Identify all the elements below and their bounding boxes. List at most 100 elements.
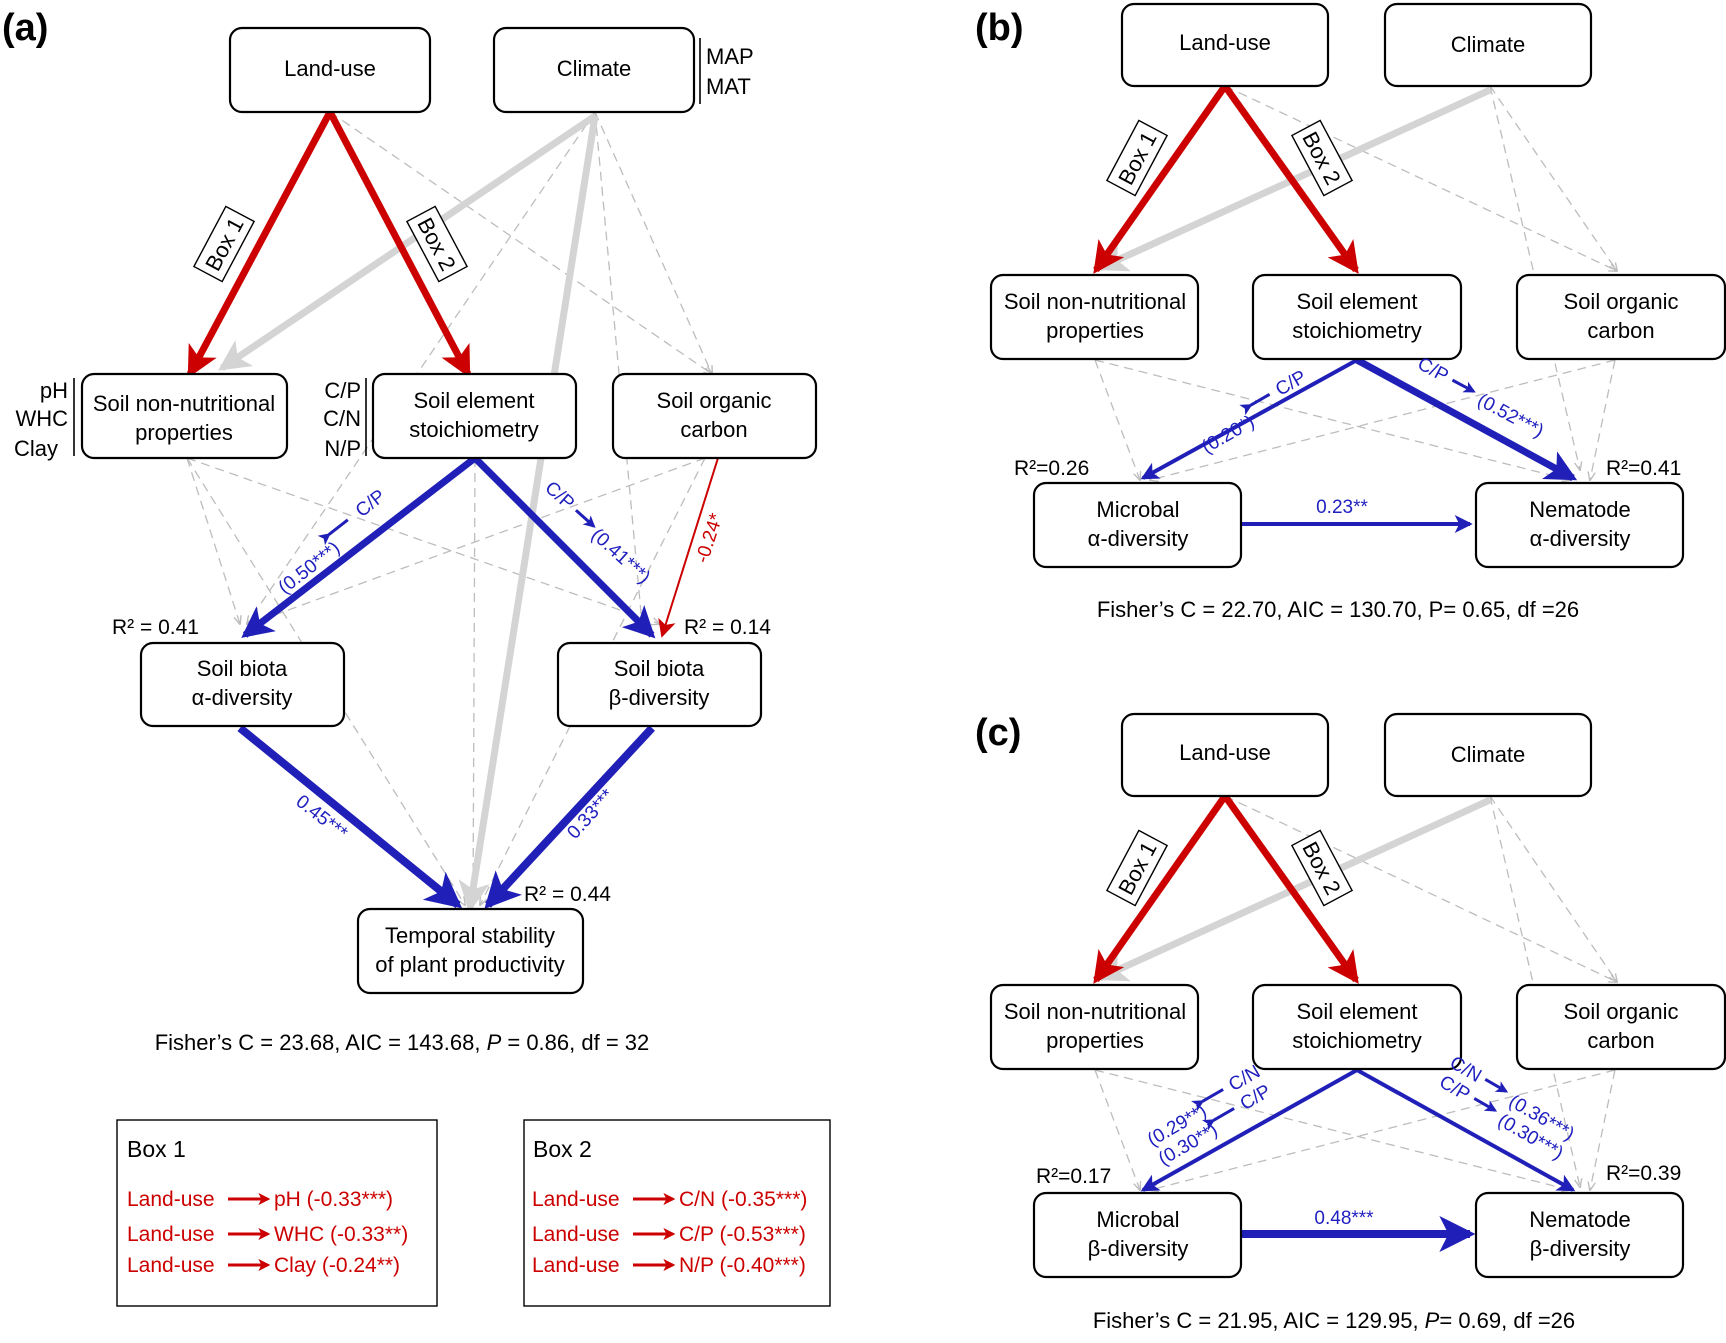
panel-c-node-element-line2: stoichiometry (1292, 1028, 1422, 1053)
panel-c-node-microbial-line1: Microbal (1096, 1207, 1179, 1232)
panel-b-node-land-use-label: Land-use (1179, 30, 1271, 55)
legend-box2: Box 2 Land-use C/N (-0.35***) Land-use C… (523, 1119, 831, 1307)
panel-c-box1-tag: Box 1 (1105, 829, 1169, 907)
path-c-element-microbial (1140, 1068, 1358, 1192)
panel-c-r2-nematode: R²=0.39 (1606, 1162, 1681, 1185)
path-b-nonnut-nematode (1094, 359, 1570, 480)
coef-element-beta-var: C/P (540, 477, 578, 514)
path-climate-alpha (247, 111, 596, 624)
path-b-landuse-nonnut (1093, 83, 1228, 274)
path-nonnut-beta (186, 457, 660, 624)
panel-b-coef-element-microbial-var: C/P (1272, 367, 1310, 401)
panel-b-node-microbial-line2: α-diversity (1088, 526, 1189, 551)
panel-c-tag: (c) (975, 712, 1021, 754)
panel-b-node-element-line2: stoichiometry (1292, 318, 1422, 343)
path-c-element-nematode (1356, 1068, 1576, 1192)
panel-b-node-soc-line2: carbon (1587, 318, 1654, 343)
element-var-cn: C/N (323, 406, 361, 431)
panel-c-coef-microbial-nematode: 0.48*** (1314, 1208, 1374, 1229)
node-land-use: Land-use (228, 26, 432, 114)
path-c-soc-microbial (1150, 1069, 1616, 1190)
path-soc-alpha (250, 457, 706, 624)
panel-c-node-nematode-line1: Nematode (1529, 1207, 1631, 1232)
legend-box1-row1-from: Land-use (127, 1188, 215, 1211)
path-soc-stability (480, 457, 706, 905)
node-soc-line2: carbon (680, 417, 747, 442)
path-c-nonnut-microbial (1094, 1069, 1140, 1190)
panel-b-fit-statistics: Fisher’s C = 22.70, AIC = 130.70, P= 0.6… (1097, 597, 1579, 622)
panel-b-r2-nematode: R²=0.41 (1606, 457, 1681, 480)
path-b-soc-nematode (1590, 359, 1616, 480)
panel-b-node-element-line1: Soil element (1296, 289, 1417, 314)
panel-a-fit-post: = 0.86, df = 32 (501, 1030, 649, 1055)
panel-c: (c) Box 1 Box 2 Land-use (975, 712, 1726, 1333)
node-climate-label: Climate (557, 56, 632, 81)
panel-b-node-soil-non-nutritional: Soil non-nutritional properties (989, 273, 1200, 361)
legend-box1-title: Box 1 (127, 1136, 186, 1162)
panel-c-node-nonnut-line2: properties (1046, 1028, 1144, 1053)
node-soil-element-line2: stoichiometry (409, 417, 539, 442)
panel-c-node-nematode-line2: β-diversity (1530, 1236, 1631, 1261)
node-alpha-line2: α-diversity (192, 685, 293, 710)
element-var-cp: C/P (324, 378, 361, 403)
node-land-use-label: Land-use (284, 56, 376, 81)
path-c-landuse-soc (1224, 795, 1617, 982)
coef-soc-beta: -0.24* (692, 510, 728, 565)
node-stability: Temporal stability of plant productivity (356, 907, 585, 995)
legend-box2-row3-from: Land-use (532, 1254, 620, 1277)
coef-element-alpha-var: C/P (352, 486, 390, 522)
panel-c-node-nematode: Nematode β-diversity (1474, 1191, 1685, 1279)
path-b-landuse-soc (1224, 85, 1617, 271)
panel-c-node-soil-organic-carbon: Soil organic carbon (1515, 983, 1726, 1071)
panel-b-node-microbial-line1: Microbal (1096, 497, 1179, 522)
nonnut-var-clay: Clay (14, 436, 58, 461)
panel-c-node-land-use-label: Land-use (1179, 740, 1271, 765)
panel-c-fit-post: = 0.69, df =26 (1439, 1308, 1575, 1333)
panel-a-fit-statistics: Fisher’s C = 23.68, AIC = 143.68, P = 0.… (155, 1030, 650, 1055)
panel-c-coef-element-microbial-arrow-1 (1191, 1088, 1224, 1112)
legend-box1-row2-from: Land-use (127, 1223, 215, 1246)
path-b-landuse-element (1222, 83, 1359, 274)
r2-stability: R² = 0.44 (524, 883, 611, 906)
panel-b-node-climate: Climate (1383, 2, 1593, 88)
panel-b-node-soil-element: Soil element stoichiometry (1251, 273, 1463, 361)
panel-b: (b) Box 1 Box 2 Land-use (975, 2, 1726, 622)
panel-b-node-microbial: Microbal α-diversity (1032, 481, 1243, 569)
path-element-alpha (241, 455, 478, 638)
panel-b-coef-element-nematode-arrow (1451, 378, 1476, 393)
node-stability-line2: of plant productivity (375, 952, 565, 977)
panel-a-tag: (a) (2, 7, 48, 49)
panel-c-node-climate: Climate (1383, 712, 1593, 798)
coef-element-beta-arrow (574, 509, 596, 528)
path-soc-beta (658, 457, 719, 638)
panel-b-node-nematode-line1: Nematode (1529, 497, 1631, 522)
node-climate: Climate (492, 26, 696, 114)
panel-c-fit-statistics: Fisher’s C = 21.95, AIC = 129.95, P= 0.6… (1093, 1308, 1575, 1333)
climate-var-mat: MAT (706, 74, 751, 99)
nonnut-var-ph: pH (40, 378, 68, 403)
legend-box2-row2-from: Land-use (532, 1223, 620, 1246)
legend-box1-row3-from: Land-use (127, 1254, 215, 1277)
node-soil-element-line1: Soil element (413, 388, 534, 413)
panel-b-tag: (b) (975, 7, 1024, 49)
r2-beta: R² = 0.14 (684, 616, 771, 639)
panel-b-node-nematode: Nematode α-diversity (1474, 481, 1685, 569)
box1-tag: Box 1 (192, 205, 256, 283)
panel-a-fit-p: P (487, 1030, 502, 1055)
node-alpha: Soil biota α-diversity (139, 641, 346, 728)
climate-var-map: MAP (706, 44, 754, 69)
legend-box1-row3-to: Clay (-0.24**) (274, 1254, 400, 1277)
legend-box2-row1-to: C/N (-0.35***) (679, 1188, 807, 1211)
panel-c-node-land-use: Land-use (1120, 712, 1330, 798)
path-c-landuse-nonnut (1093, 793, 1228, 984)
panel-c-fit-p: P (1425, 1308, 1440, 1333)
path-c-nonnut-nematode (1094, 1069, 1570, 1190)
coef-soc-beta-value: -0.24* (692, 510, 728, 565)
path-climate-beta (594, 111, 642, 624)
node-soil-non-nutritional: Soil non-nutritional properties (80, 372, 289, 460)
node-soil-non-nutritional-line1: Soil non-nutritional (93, 391, 275, 416)
path-climate-soc (594, 111, 712, 374)
element-var-np: N/P (324, 436, 361, 461)
path-c-landuse-element (1222, 793, 1359, 984)
